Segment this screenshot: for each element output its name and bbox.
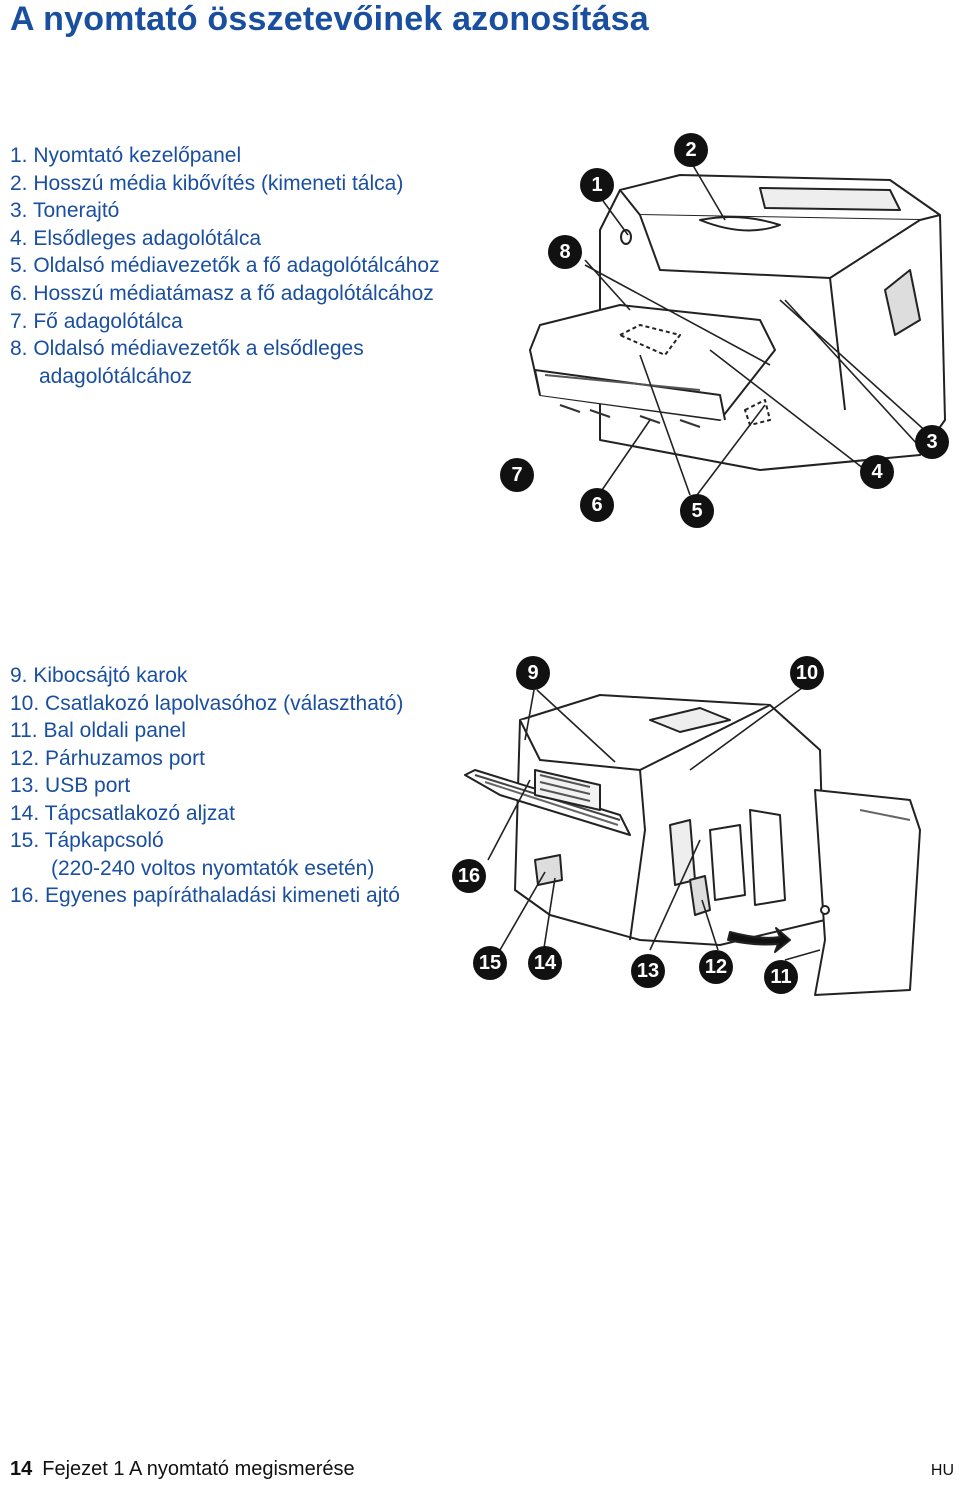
list-item: 13. USB port — [10, 774, 131, 797]
list-item: 5. Oldalsó médiavezetők a fő adagolótálc… — [10, 254, 440, 278]
list-item: 14. Tápcsatlakozó aljzat — [10, 801, 235, 825]
printer-rear-illustration: 9 10 11 12 13 14 15 16 — [440, 650, 960, 1000]
callout-4: 4 — [860, 455, 894, 489]
list-item: 4. Elsődleges adagolótálca — [10, 226, 262, 250]
list-item: 6. Hosszú médiatámasz a fő adagolótálcáh… — [10, 281, 434, 305]
printer-rear-drawing — [464, 687, 921, 996]
rear-parts-list: 9. Kibocsájtó karok 10. Csatlakozó lapol… — [10, 662, 403, 910]
list-item: 11. Bal oldali panel — [10, 719, 186, 742]
list-item: 3. Tonerajtó — [10, 199, 120, 223]
page-number: 14 — [10, 1458, 33, 1480]
printer-front-illustration: 1 2 3 4 5 6 7 8 — [500, 120, 960, 530]
callout-10: 10 — [790, 656, 824, 690]
list-item: 12. Párhuzamos port — [10, 746, 205, 770]
callout-12: 12 — [699, 950, 733, 984]
list-item: 10. Csatlakozó lapolvasóhoz (választható… — [10, 691, 404, 715]
callout-16: 16 — [452, 859, 486, 893]
callout-11: 11 — [764, 960, 798, 994]
list-item: 8. Oldalsó médiavezetők a elsődleges — [10, 337, 364, 361]
callout-9: 9 — [516, 656, 550, 690]
list-item: 1. Nyomtató kezelőpanel — [10, 144, 242, 167]
callout-13: 13 — [631, 954, 665, 988]
list-item: 2. Hosszú média kibővítés (kimeneti tálc… — [10, 171, 404, 195]
callout-3: 3 — [915, 425, 949, 459]
language-code: HU — [930, 1462, 954, 1479]
callout-6: 6 — [580, 488, 614, 522]
list-item: 15. Tápkapcsoló — [10, 829, 164, 852]
list-item: adagolótálcához — [39, 364, 192, 388]
page-title: A nyomtató összetevőinek azonosítása — [10, 0, 649, 38]
list-item: 7. Fő adagolótálca — [10, 309, 183, 333]
callout-5: 5 — [680, 494, 714, 528]
list-item: 9. Kibocsájtó karok — [10, 664, 188, 687]
callout-2: 2 — [674, 133, 708, 167]
callout-7: 7 — [500, 458, 534, 492]
page-footer: 14 Fejezet 1 A nyomtató megismerése — [10, 1458, 355, 1481]
callout-8: 8 — [548, 235, 582, 269]
list-item: (220-240 voltos nyomtatók esetén) — [51, 856, 375, 880]
list-item: 16. Egyenes papíráthaladási kimeneti ajt… — [10, 884, 400, 907]
callout-14: 14 — [528, 946, 562, 980]
printer-front-drawing — [529, 161, 946, 496]
callout-15: 15 — [473, 946, 507, 980]
callout-1: 1 — [580, 168, 614, 202]
front-parts-list: 1. Nyomtató kezelőpanel 2. Hosszú média … — [10, 142, 440, 390]
chapter-title: Fejezet 1 A nyomtató megismerése — [42, 1458, 355, 1480]
